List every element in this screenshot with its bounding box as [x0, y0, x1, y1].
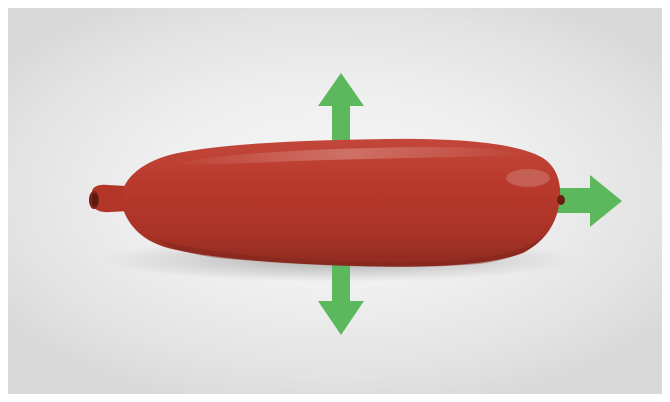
- balloon-illustration: [8, 8, 662, 394]
- balloon-tip-highlight: [506, 169, 550, 187]
- balloon-tip: [557, 195, 565, 205]
- arrow-up-icon: [318, 73, 364, 148]
- photo-scene: [8, 8, 662, 394]
